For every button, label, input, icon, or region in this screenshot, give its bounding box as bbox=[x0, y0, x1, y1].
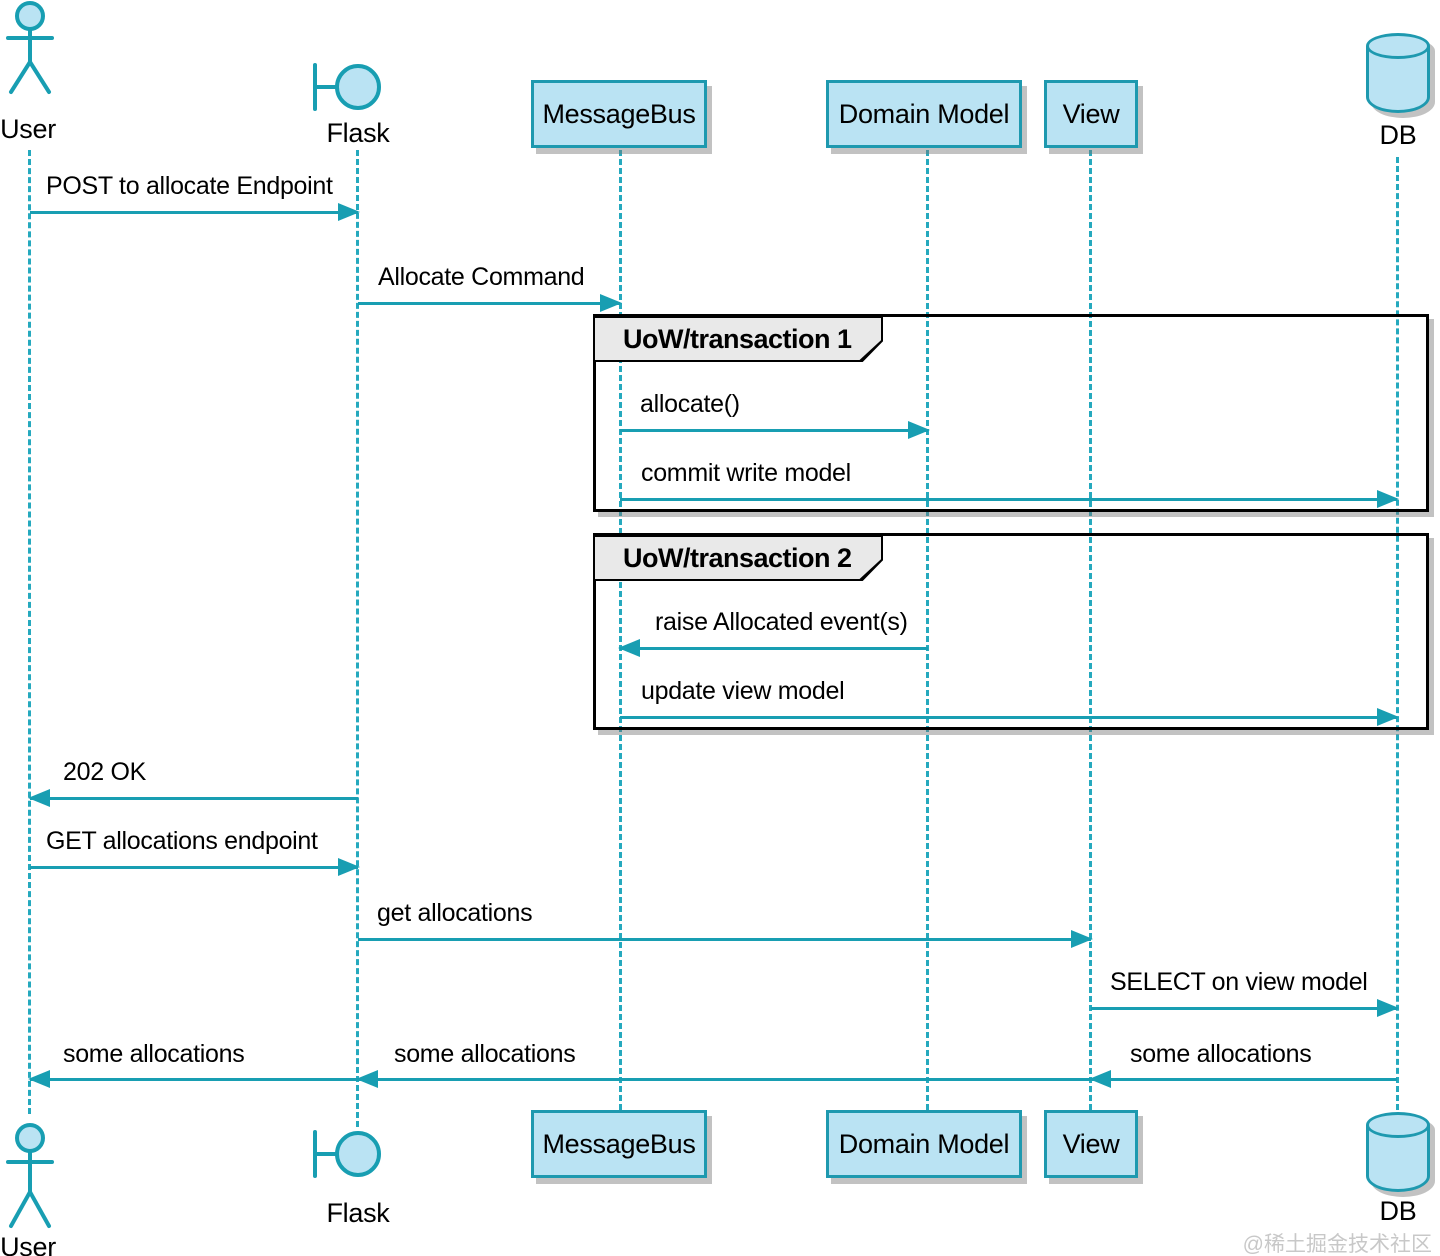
participant-label-db: DB bbox=[1379, 120, 1417, 150]
participant-box-domain-model: Domain Model bbox=[826, 80, 1022, 148]
message-arrow bbox=[358, 930, 1093, 948]
boundary-icon bbox=[309, 1127, 387, 1181]
message-arrow bbox=[28, 789, 358, 807]
participant-box-messagebus: MessageBus bbox=[531, 1110, 707, 1178]
message-arrow bbox=[618, 639, 928, 657]
lifeline-messagebus bbox=[619, 150, 622, 1110]
participant-box-view: View bbox=[1044, 1110, 1138, 1178]
message-label: some allocations bbox=[1130, 1040, 1312, 1068]
message-label: commit write model bbox=[641, 459, 851, 487]
arrowhead-right-icon bbox=[600, 294, 622, 312]
group-frame-uow2 bbox=[593, 533, 1429, 730]
group-frame-uow1 bbox=[593, 314, 1429, 512]
arrowhead-left-icon bbox=[356, 1070, 378, 1088]
message-label: GET allocations endpoint bbox=[46, 827, 318, 855]
message-arrow bbox=[1089, 1070, 1397, 1088]
participant-label-user: User bbox=[0, 1232, 56, 1256]
arrowhead-left-icon bbox=[28, 1070, 50, 1088]
lifeline-user bbox=[28, 150, 31, 1114]
message-label: SELECT on view model bbox=[1110, 968, 1368, 996]
message-arrow bbox=[28, 1070, 358, 1088]
arrowhead-right-icon bbox=[1377, 999, 1399, 1017]
arrowhead-right-icon bbox=[1377, 708, 1399, 726]
arrowhead-left-icon bbox=[28, 789, 50, 807]
participant-label-flask: Flask bbox=[326, 118, 390, 148]
watermark: @稀土掘金技术社区 bbox=[1242, 1233, 1432, 1256]
arrowhead-left-icon bbox=[1089, 1070, 1111, 1088]
message-label: get allocations bbox=[377, 899, 533, 927]
group-title-uow1: UoW/transaction 1 bbox=[595, 318, 881, 360]
boundary-icon bbox=[309, 60, 387, 114]
lifeline-view bbox=[1089, 150, 1092, 1110]
arrowhead-right-icon bbox=[908, 421, 930, 439]
lifeline-flask bbox=[356, 150, 359, 1127]
group-title-tab-uow1: UoW/transaction 1 bbox=[593, 316, 883, 362]
message-label: 202 OK bbox=[63, 758, 146, 786]
message-label: update view model bbox=[641, 677, 845, 705]
participant-label-db: DB bbox=[1379, 1196, 1417, 1226]
participant-box-domain-model: Domain Model bbox=[826, 1110, 1022, 1178]
message-label: Allocate Command bbox=[378, 263, 585, 291]
message-label: some allocations bbox=[63, 1040, 245, 1068]
message-label: allocate() bbox=[640, 390, 740, 418]
database-icon bbox=[1366, 33, 1430, 113]
arrowhead-right-icon bbox=[1377, 490, 1399, 508]
group-title-uow2: UoW/transaction 2 bbox=[595, 537, 881, 579]
participant-label-flask: Flask bbox=[326, 1198, 390, 1228]
message-label: some allocations bbox=[394, 1040, 576, 1068]
group-title-tab-uow2: UoW/transaction 2 bbox=[593, 535, 883, 581]
message-arrow bbox=[30, 858, 360, 876]
actor-icon bbox=[2, 1114, 60, 1248]
database-icon bbox=[1366, 1112, 1430, 1192]
message-arrow bbox=[620, 490, 1399, 508]
lifeline-domain-model bbox=[926, 150, 929, 1110]
message-arrow bbox=[620, 421, 930, 439]
message-arrow bbox=[1091, 999, 1399, 1017]
message-label: POST to allocate Endpoint bbox=[46, 172, 333, 200]
participant-box-messagebus: MessageBus bbox=[531, 80, 707, 148]
arrowhead-right-icon bbox=[1071, 930, 1093, 948]
participant-box-view: View bbox=[1044, 80, 1138, 148]
message-arrow bbox=[620, 708, 1399, 726]
message-label: raise Allocated event(s) bbox=[655, 608, 908, 636]
arrowhead-right-icon bbox=[338, 203, 360, 221]
lifeline-db bbox=[1396, 157, 1399, 1110]
participant-label-user: User bbox=[0, 114, 56, 144]
message-arrow bbox=[30, 203, 360, 221]
arrowhead-right-icon bbox=[338, 858, 360, 876]
arrowhead-left-icon bbox=[618, 639, 640, 657]
message-arrow bbox=[358, 294, 622, 312]
message-arrow bbox=[356, 1070, 1091, 1088]
actor-icon bbox=[2, 0, 60, 104]
